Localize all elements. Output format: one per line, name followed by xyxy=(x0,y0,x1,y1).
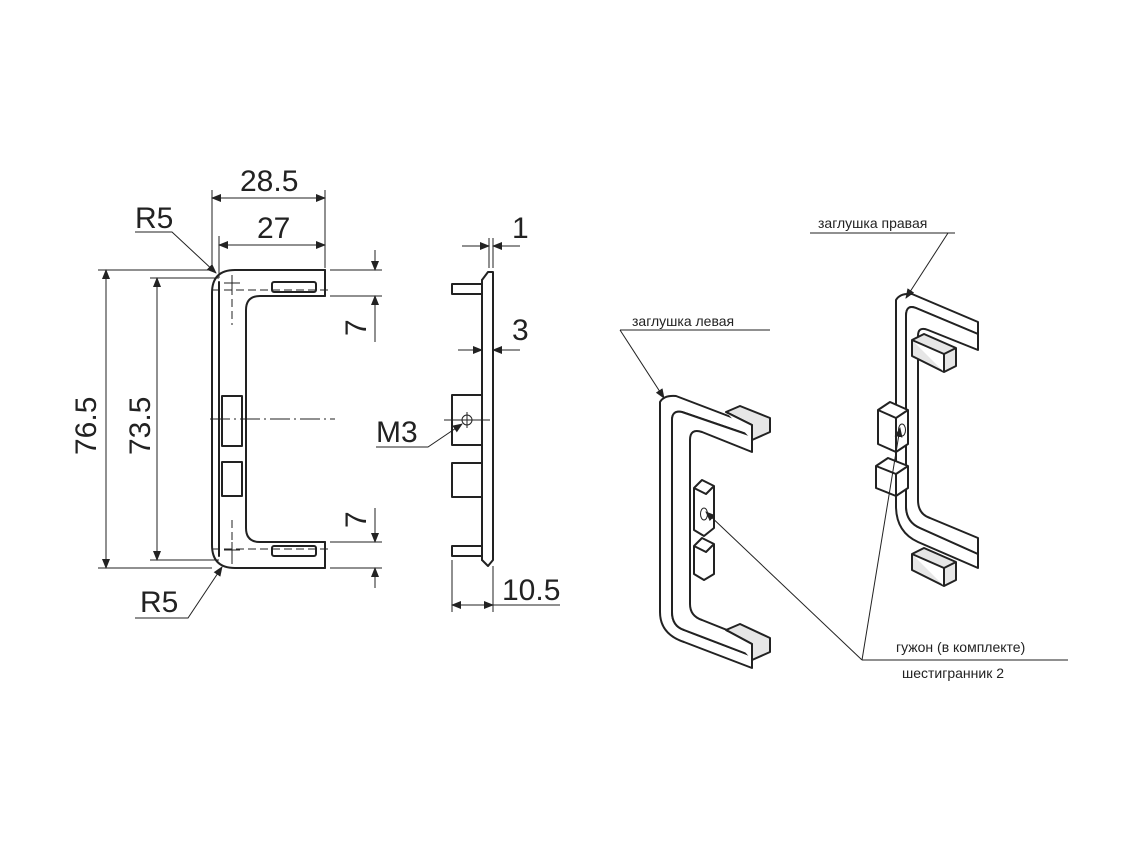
label-right-cap: заглушка правая xyxy=(818,215,927,231)
dim-depth: 10.5 xyxy=(502,574,560,607)
dim-thread: M3 xyxy=(376,416,418,449)
side-dimensions: 1 3 M3 10.5 xyxy=(376,212,560,612)
dim-thickness-top: 1 xyxy=(512,212,529,245)
label-hex: шестигранник 2 xyxy=(902,665,1004,681)
label-left-cap: заглушка левая xyxy=(632,313,734,329)
dim-thickness-plate: 3 xyxy=(512,314,529,347)
dim-width-outer: 28.5 xyxy=(240,165,298,198)
dim-tab-top: 7 xyxy=(340,319,373,336)
right-cap-iso xyxy=(875,292,979,587)
label-pin: гужон (в комплекте) xyxy=(896,639,1025,655)
front-dimensions: 28.5 27 76.5 73.5 R5 R5 7 7 xyxy=(70,165,382,619)
dim-radius-top: R5 xyxy=(135,202,173,235)
dim-width-inner: 27 xyxy=(257,212,290,245)
side-view xyxy=(444,271,494,567)
dim-height-inner: 73.5 xyxy=(124,397,157,455)
left-cap-iso xyxy=(659,394,771,669)
dim-radius-bottom: R5 xyxy=(140,586,178,619)
dim-tab-bottom: 7 xyxy=(340,511,373,528)
dim-height-outer: 76.5 xyxy=(70,397,103,455)
callouts: заглушка левая заглушка правая гужон (в … xyxy=(619,215,1068,681)
front-view xyxy=(210,269,335,569)
